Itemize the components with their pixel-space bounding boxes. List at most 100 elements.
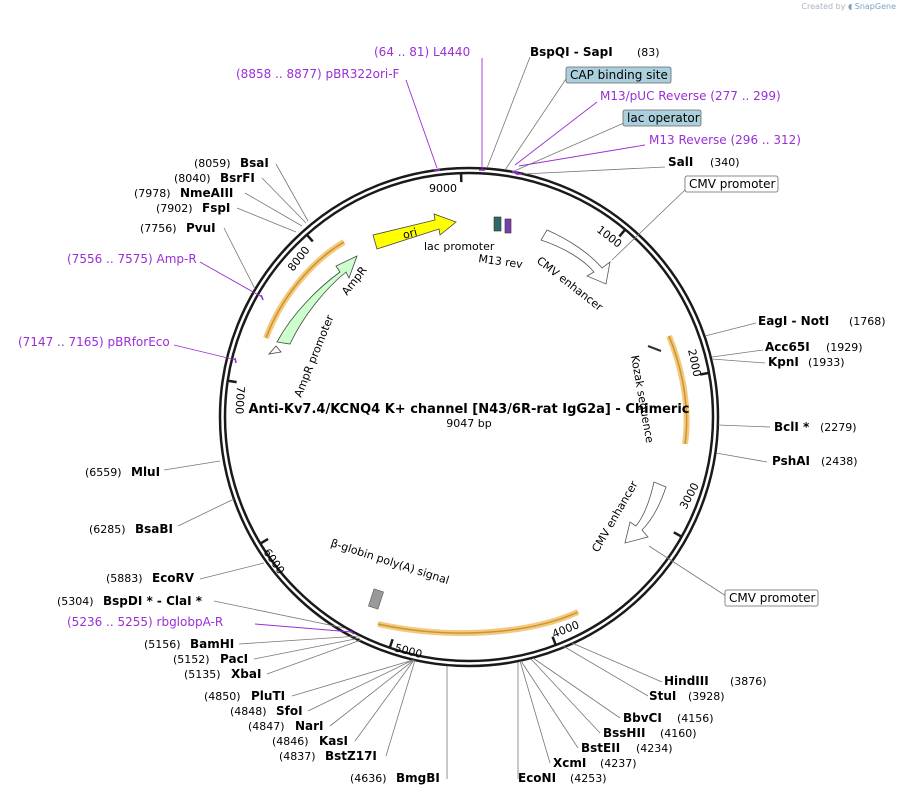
site-pos-bsai: (8059) [194, 157, 231, 170]
cap-box [565, 66, 672, 84]
tick-mark-2000 [699, 371, 710, 376]
cmv-enhancer-1-arrow [540, 229, 611, 285]
lac-operator-box [622, 109, 702, 127]
site-pos-eagi: (1768) [849, 315, 886, 328]
site-name-bbvci: BbvCI [623, 711, 662, 725]
snapgene-credit: Created by ◖ SnapGene [801, 2, 896, 11]
primer-markers [234, 169, 522, 635]
site-pos-nmeaiii: (7978) [134, 187, 171, 200]
site-name-bstz17i: BstZ17I [325, 749, 377, 763]
site-pos-sali: (340) [710, 156, 740, 169]
site-pos-bsabi: (6285) [89, 523, 126, 536]
site-name-stui: StuI [649, 689, 676, 703]
site-pos-kasi: (4846) [272, 735, 309, 748]
site-pos-bamhi: (5156) [144, 638, 181, 651]
site-name-paci: PacI [220, 652, 248, 666]
site-name-acc65i: Acc65I [765, 340, 810, 354]
tick-mark-6000 [259, 537, 269, 545]
primer-label-l4440: (64 .. 81) L4440 [374, 45, 470, 59]
site-name-econi: EcoNI [518, 771, 556, 785]
snapgene-logo-icon: ◖ [847, 2, 853, 11]
site-pos-nari: (4847) [248, 720, 285, 733]
site-name-bmgbi: BmgBI [396, 771, 440, 785]
site-pos-mlui: (6559) [85, 466, 122, 479]
site-name-xcmi: XcmI [553, 756, 586, 770]
primer-leaders [173, 58, 646, 633]
site-name-fspi: FspI [202, 201, 230, 215]
site-pos-sfoi: (4848) [230, 705, 267, 718]
site-name-kasi: KasI [319, 734, 348, 748]
cmv-enhancer-2-label: CMV enhancer [589, 478, 640, 554]
site-name-pluti: PluTI [251, 689, 285, 703]
site-pos-bmgbi: (4636) [350, 772, 387, 785]
site-name-bsshii: BssHII [603, 726, 645, 740]
site-pos-fspi: (7902) [156, 202, 193, 215]
site-pos-acc65i: (1929) [826, 341, 863, 354]
boxed-feature-cmv-2: CMV promoter [724, 589, 819, 607]
tick-label-1000: 1000 [594, 223, 624, 250]
tick-mark-8000 [305, 233, 314, 243]
site-name-nmeaiii: NmeAIII [180, 186, 233, 200]
m13-rev-label: M13 rev [478, 252, 524, 271]
tick-mark-1000 [618, 228, 627, 238]
site-pos-kpni: (1933) [808, 356, 845, 369]
cmv-promoter-2-label: CMV promoter [729, 591, 816, 605]
boxed-feature-lac-operator: lac operator [622, 109, 702, 127]
tick-label-7000: 7000 [233, 386, 247, 415]
beta-globin-label: β-globin poly(A) signal [329, 536, 451, 587]
ori-label: ori [401, 226, 418, 242]
credit-prefix: Created by [801, 2, 846, 11]
ampr-promoter-arrow [267, 345, 282, 355]
kozak-label: Kozak sequence [628, 354, 656, 444]
site-labels: BspQI - SapI (83) SalI (340) EagI - NotI… [57, 45, 886, 785]
kozak-marker [647, 344, 662, 353]
site-name-bsteii: BstEII [581, 741, 620, 755]
lac-promoter-label: lac promoter [424, 240, 495, 253]
site-name-bspqi: BspQI - SapI [530, 45, 613, 59]
primer-marker-pbrforeco [234, 357, 237, 364]
lac-operator-label: lac operator [627, 111, 700, 125]
backbone-outer-ring [218, 166, 720, 668]
backbone-inner-ring [223, 171, 715, 663]
site-pos-pvui: (7756) [140, 222, 177, 235]
site-name-sali: SalI [668, 155, 693, 169]
ori-feature-arrow [372, 213, 457, 250]
site-name-kpni: KpnI [768, 355, 799, 369]
lac-promoter-block [493, 216, 502, 232]
credit-brand: SnapGene [854, 2, 896, 11]
primer-label-ampr: (7556 .. 7575) Amp-R [67, 252, 197, 266]
site-name-bcli: BclI * [774, 420, 810, 434]
primer-label-pbr322ori: (8858 .. 8877) pBR322ori-F [236, 67, 400, 81]
site-name-bamhi: BamHI [190, 637, 234, 651]
site-name-ecorv: EcoRV [152, 571, 195, 585]
cds-arrow-upper-left [265, 241, 345, 339]
cmv-enhancer-2-arrow [624, 481, 667, 544]
tick-label-3000: 3000 [677, 481, 702, 512]
site-pos-bsteii: (4234) [636, 742, 673, 755]
site-pos-stui: (3928) [688, 690, 725, 703]
site-name-bsai: BsaI [240, 156, 269, 170]
plasmid-name: Anti-Kv7.4/KCNQ4 K+ channel [N43/6R-rat … [248, 402, 689, 417]
cap-label: CAP binding site [570, 68, 668, 82]
m13-rev-block [504, 218, 512, 234]
tick-mark-7000 [227, 379, 237, 384]
primer-label-rbglobpa: (5236 .. 5255) rbglobpA-R [67, 615, 223, 629]
tick-mark-3000 [673, 531, 683, 538]
primer-labels: (64 .. 81) L4440 (8858 .. 8877) pBR322or… [18, 45, 801, 629]
site-name-bsrfi: BsrFI [220, 171, 255, 185]
site-pos-econi: (4253) [570, 772, 607, 785]
primer-marker-ampr [260, 294, 264, 301]
site-pos-bbvci: (4156) [677, 712, 714, 725]
tick-label-9000: 9000 [429, 182, 457, 195]
site-pos-xcmi: (4237) [600, 757, 637, 770]
cds-arrow-right [668, 335, 688, 445]
cmv-promoter-2-box [724, 589, 819, 607]
primer-label-pbrforeco: (7147 .. 7165) pBRforEco [18, 335, 170, 349]
site-name-sfoi: SfoI [276, 704, 303, 718]
site-pos-bspdi: (5304) [57, 595, 94, 608]
site-name-pshai: PshAI [772, 454, 810, 468]
site-pos-pshai: (2438) [821, 455, 858, 468]
cds-arrow-bottom [377, 611, 579, 634]
site-name-nari: NarI [295, 719, 324, 733]
site-name-xbai: XbaI [231, 667, 261, 681]
